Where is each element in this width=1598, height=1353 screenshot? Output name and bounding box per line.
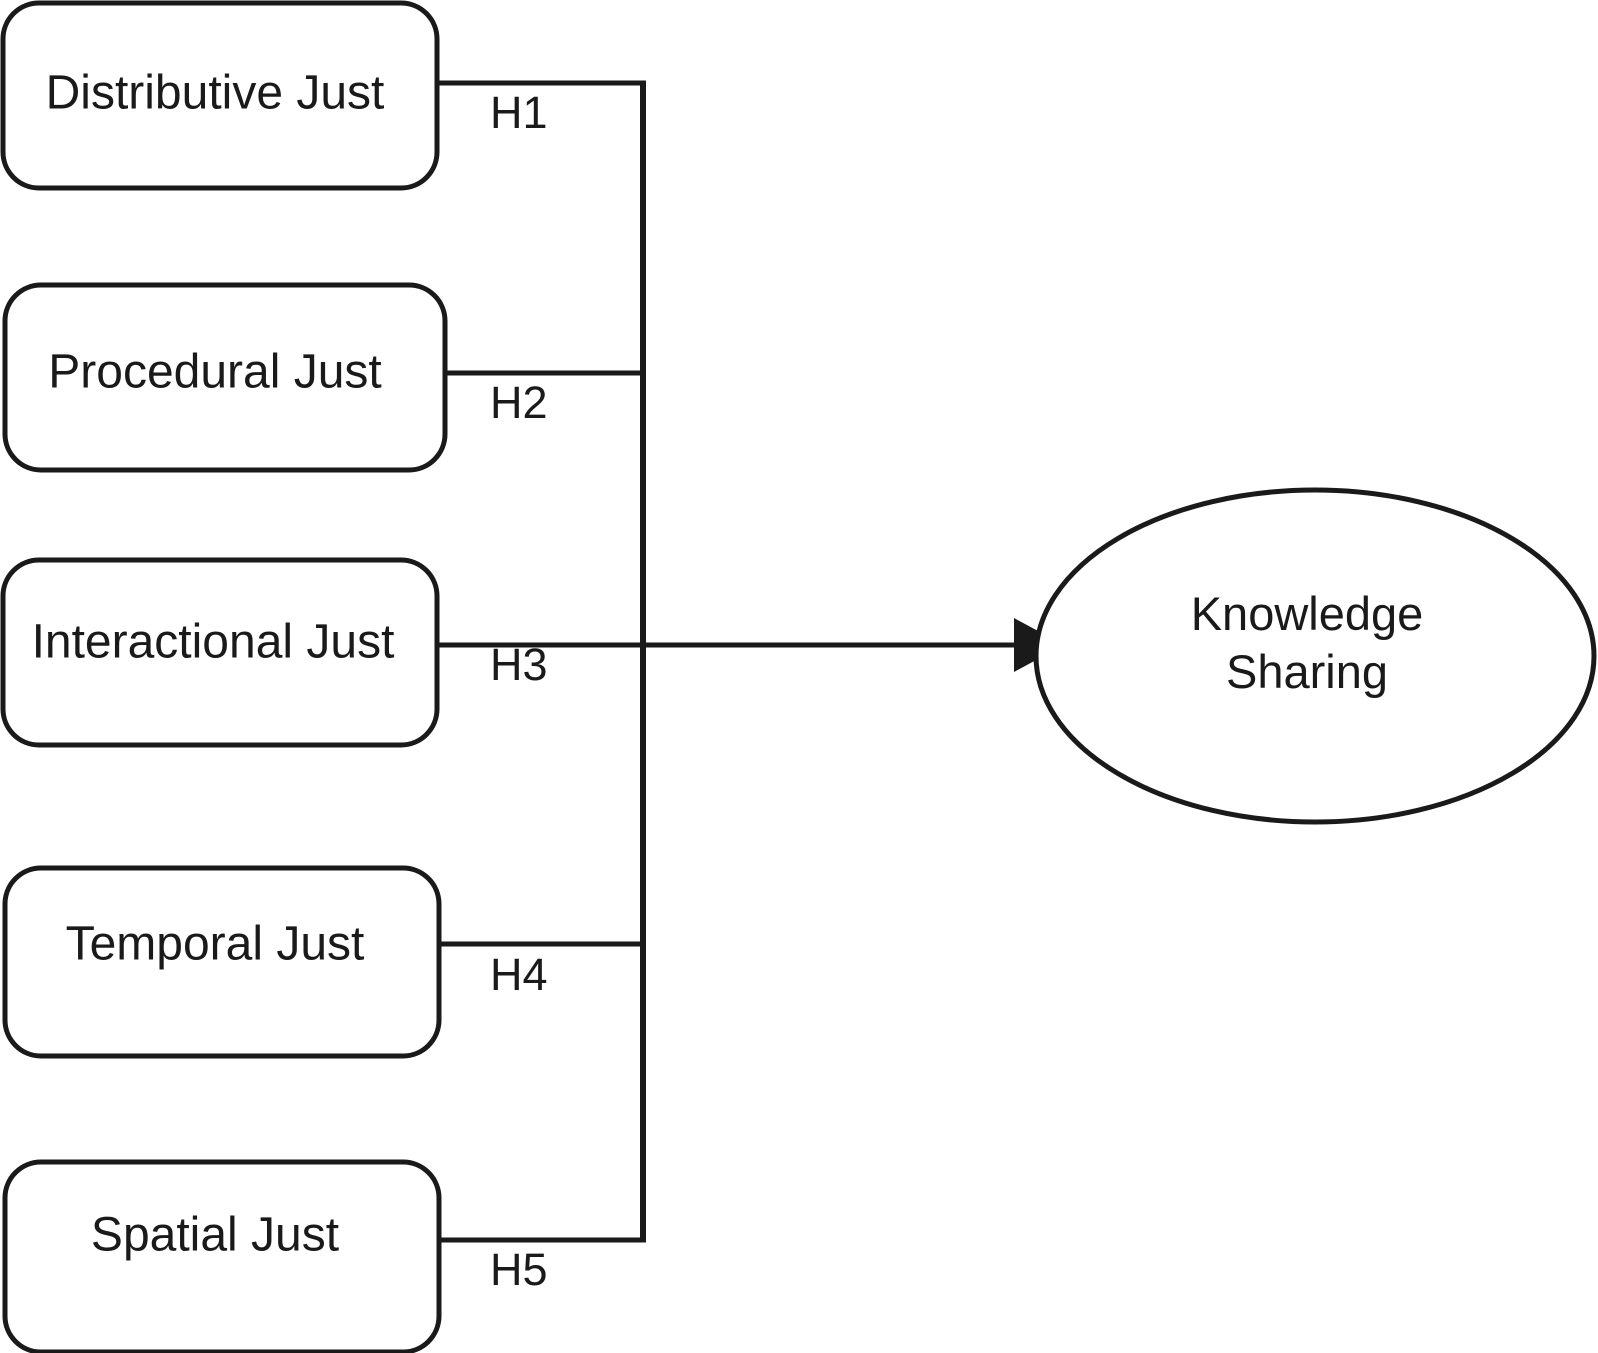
node-box-shape xyxy=(2,865,442,1059)
node-label: Interactional Just xyxy=(32,616,395,669)
hypothesis-label-h2: H2 xyxy=(490,377,548,428)
node-label: Spatial Just xyxy=(91,1209,339,1262)
node-box-shape xyxy=(0,557,440,748)
outcome-label-line2: Sharing xyxy=(1226,645,1388,698)
outcome-ellipse-shape xyxy=(1033,487,1597,825)
node-distributive-just[interactable]: Distributive Just xyxy=(0,0,440,191)
node-label: Procedural Just xyxy=(48,346,382,399)
node-box-shape xyxy=(2,282,448,473)
node-interactional-just[interactable]: Interactional Just xyxy=(0,557,440,748)
hypothesis-label-h1: H1 xyxy=(490,87,548,138)
node-knowledge-sharing[interactable]: Knowledge Sharing xyxy=(1033,487,1597,825)
node-box-shape xyxy=(0,0,440,191)
node-spatial-just[interactable]: Spatial Just xyxy=(2,1159,442,1353)
hypothesis-label-h5: H5 xyxy=(490,1244,548,1295)
node-label: Temporal Just xyxy=(66,918,365,971)
hypothesis-label-h4: H4 xyxy=(490,949,548,1000)
node-label: Distributive Just xyxy=(46,67,385,120)
hypothesis-label-h3: H3 xyxy=(490,639,548,690)
node-box-shape xyxy=(2,1159,442,1353)
outcome-label-line1: Knowledge xyxy=(1191,587,1424,640)
node-procedural-just[interactable]: Procedural Just xyxy=(2,282,448,473)
node-temporal-just[interactable]: Temporal Just xyxy=(2,865,442,1059)
